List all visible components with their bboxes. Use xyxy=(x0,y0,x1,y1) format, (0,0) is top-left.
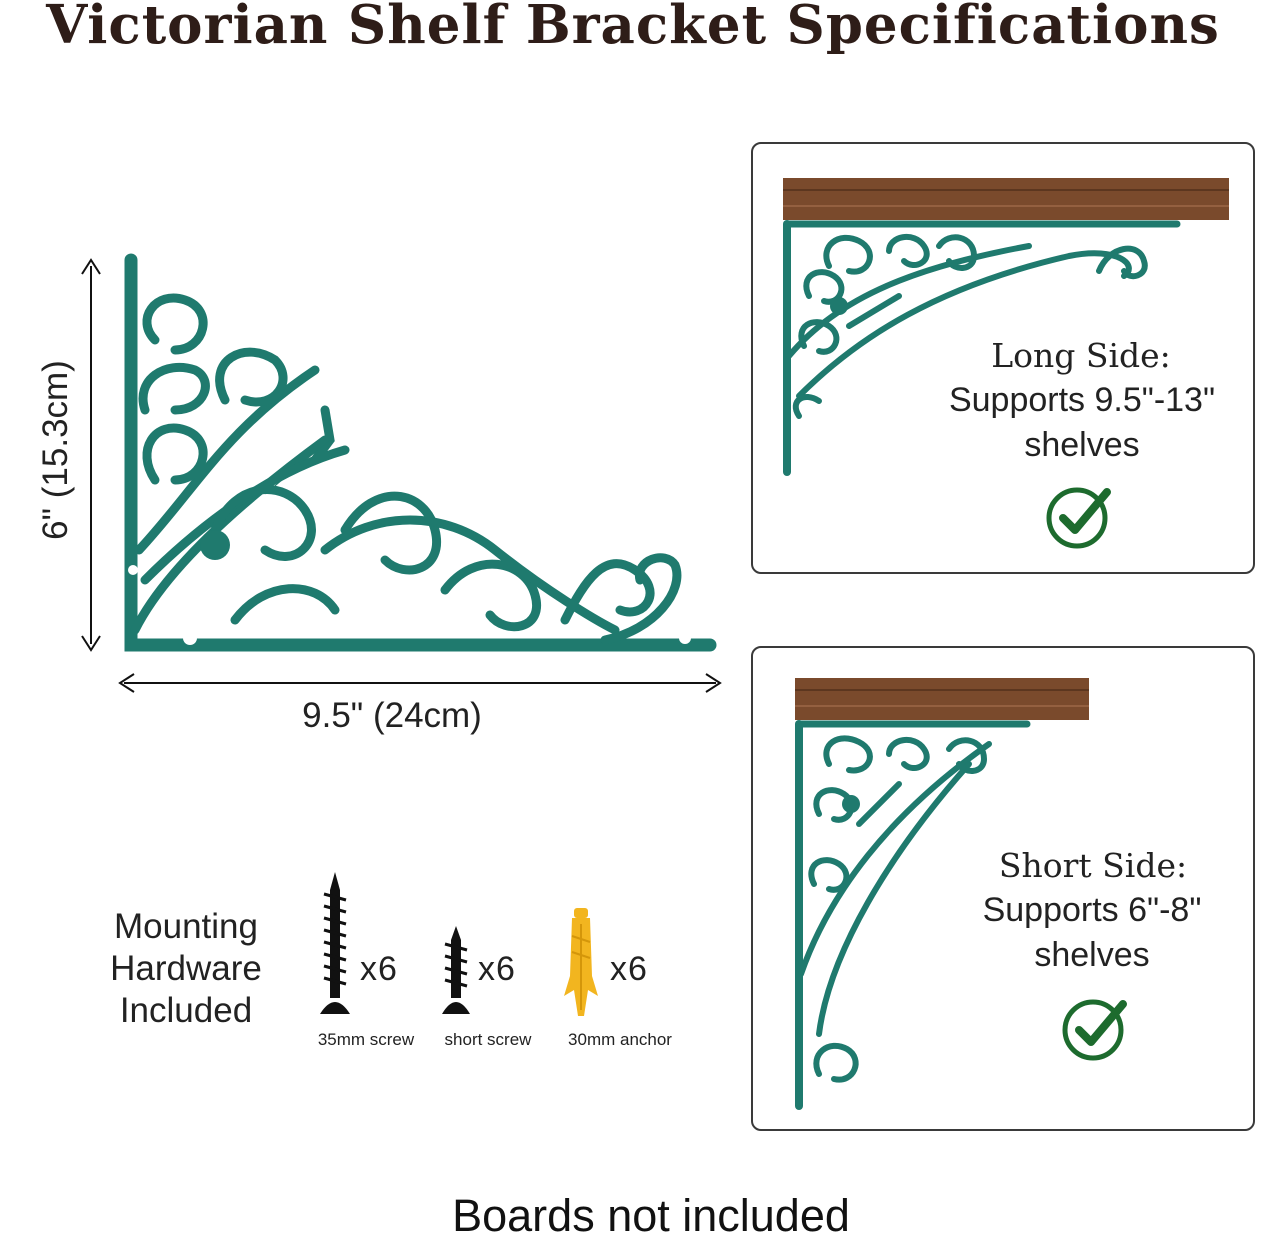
long-side-heading: Long Side: xyxy=(991,336,1171,375)
hardware-label-line-2: Hardware xyxy=(110,949,262,988)
check-icon xyxy=(1062,999,1127,1061)
short-side-bracket-illustration xyxy=(795,678,1089,1110)
long-side-support-text: Supports 9.5"-13" shelves xyxy=(929,378,1235,468)
mounting-hardware-label: Mounting Hardware Included xyxy=(88,906,284,1032)
long-screw-count: x6 xyxy=(360,950,398,988)
short-side-support-text: Supports 6"-8" shelves xyxy=(939,888,1245,978)
short-side-panel: Short Side: Supports 6"-8" shelves xyxy=(751,646,1255,1131)
short-screw-caption: short screw xyxy=(444,1030,532,1049)
boards-not-included-note: Boards not included xyxy=(452,1190,850,1241)
height-dimension-arrow xyxy=(81,258,101,652)
anchor-caption: 30mm anchor xyxy=(568,1030,672,1049)
check-icon xyxy=(1046,487,1111,549)
short-screw-icon xyxy=(442,926,470,1014)
short-screw-count: x6 xyxy=(478,950,516,988)
wall-anchor-icon xyxy=(564,908,598,1016)
height-dimension-label: 6" (15.3cm) xyxy=(36,360,75,540)
width-dimension-label: 9.5" (24cm) xyxy=(302,696,482,735)
width-dimension-arrow xyxy=(118,673,722,693)
bracket-main-illustration xyxy=(124,253,717,652)
long-side-panel: Long Side: Supports 9.5"-13" shelves xyxy=(751,142,1255,574)
short-side-heading: Short Side: xyxy=(998,846,1188,885)
long-side-support-range: Supports 9.5"-13" xyxy=(948,381,1216,419)
hardware-label-line-3: Included xyxy=(119,991,253,1030)
long-screw-icon xyxy=(320,872,350,1014)
long-side-bracket-illustration xyxy=(783,178,1229,476)
anchor-count: x6 xyxy=(610,950,648,988)
page-title: Victorian Shelf Bracket Specifications xyxy=(46,0,1220,56)
long-side-support-unit: shelves xyxy=(1024,426,1140,464)
short-side-support-unit: shelves xyxy=(1034,936,1150,974)
long-screw-caption: 35mm screw xyxy=(317,1030,415,1049)
hardware-label-line-1: Mounting xyxy=(114,907,258,946)
short-side-support-range: Supports 6"-8" xyxy=(982,891,1202,929)
